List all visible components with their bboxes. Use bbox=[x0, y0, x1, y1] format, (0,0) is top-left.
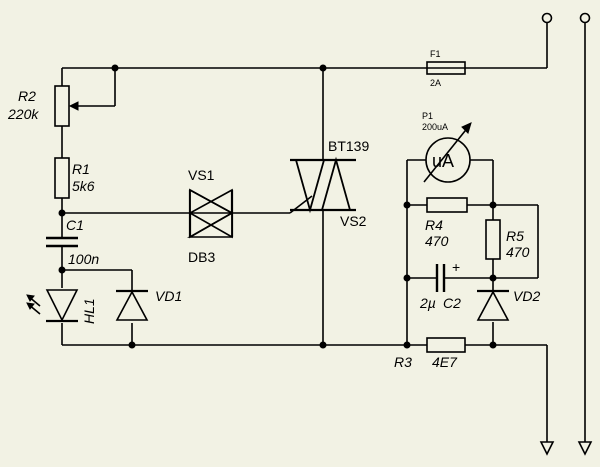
terminal-top-left bbox=[541, 12, 553, 24]
c1-value-label: 100n bbox=[68, 251, 99, 267]
r3-resistor bbox=[426, 337, 466, 353]
r5-resistor bbox=[485, 219, 501, 260]
vd2-ref-label: VD2 bbox=[513, 288, 540, 304]
vd1-ref-label: VD1 bbox=[155, 288, 182, 304]
vs1-type-label: DB3 bbox=[188, 249, 215, 265]
r5-value-label: 470 bbox=[506, 244, 530, 260]
ground-arrow-left-icon bbox=[539, 441, 555, 456]
r2-value-label: 220k bbox=[7, 106, 39, 122]
hl1-led bbox=[26, 289, 79, 323]
vs1-diac bbox=[186, 188, 234, 239]
vs1-ref-label: VS1 bbox=[188, 167, 215, 183]
vd2-diode bbox=[476, 289, 510, 321]
f1-ref-label: F1 bbox=[430, 49, 441, 59]
c2-polarity-mark: + bbox=[452, 259, 460, 275]
r1-ref-label: R1 bbox=[72, 161, 90, 177]
vd1-diode bbox=[115, 289, 149, 321]
r4-value-label: 470 bbox=[425, 233, 449, 249]
r1-value-label: 5k6 bbox=[72, 178, 95, 194]
junction-dots bbox=[58, 64, 497, 349]
vs2-triac bbox=[290, 156, 356, 214]
f1-fuse bbox=[426, 61, 466, 75]
c2-ref-label: C2 bbox=[443, 295, 461, 311]
r2-potentiometer bbox=[54, 85, 79, 127]
r2-ref-label: R2 bbox=[18, 88, 36, 104]
p1-meter-symbol: uA bbox=[432, 151, 454, 171]
r4-ref-label: R4 bbox=[425, 217, 443, 233]
r3-ref-label: R3 bbox=[394, 354, 412, 370]
f1-value-label: 2A bbox=[430, 78, 441, 88]
terminal-top-right bbox=[579, 12, 591, 24]
r5-ref-label: R5 bbox=[506, 228, 524, 244]
r1-resistor bbox=[54, 157, 70, 199]
c1-ref-label: C1 bbox=[66, 217, 84, 233]
p1-microammeter bbox=[423, 122, 472, 183]
p1-ref-label: P1 bbox=[422, 111, 433, 121]
r4-resistor bbox=[426, 197, 468, 213]
ground-arrow-right-icon bbox=[577, 441, 593, 456]
vs2-type-label: BT139 bbox=[328, 138, 369, 154]
p1-value-label: 200uA bbox=[422, 122, 448, 132]
c2-capacitor bbox=[435, 264, 446, 292]
c2-value-label: 2µ bbox=[419, 295, 436, 311]
hl1-ref-label: HL1 bbox=[81, 298, 97, 324]
vs2-ref-label: VS2 bbox=[340, 213, 367, 229]
c1-capacitor bbox=[46, 236, 78, 248]
r3-value-label: 4E7 bbox=[432, 354, 458, 370]
